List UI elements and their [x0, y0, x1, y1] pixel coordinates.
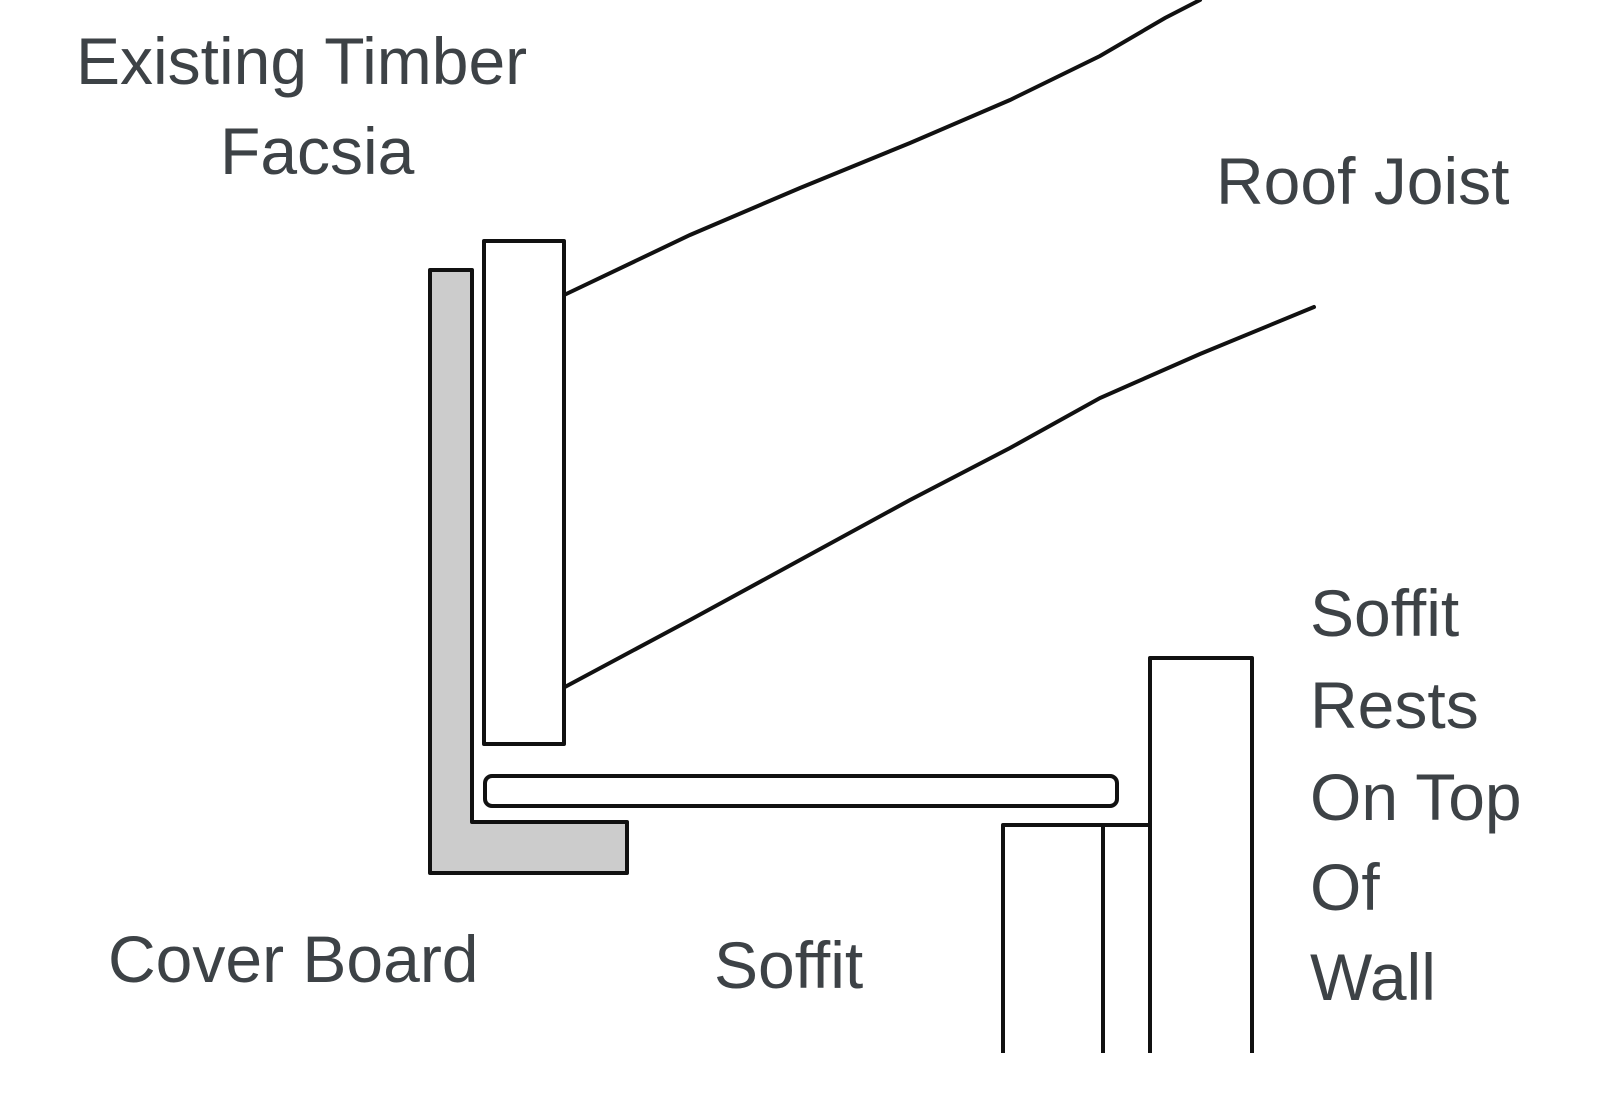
- wall: [1001, 656, 1254, 1053]
- label-soffit-rests-line: Of: [1310, 850, 1380, 924]
- cover-board: [428, 268, 629, 875]
- label-soffit-rests-line: Wall: [1310, 940, 1436, 1014]
- label-roof-joist: Roof Joist: [1216, 144, 1509, 218]
- label-soffit-rests-line: Rests: [1310, 668, 1479, 742]
- label-soffit-rests-line: On Top: [1310, 760, 1522, 834]
- roof-joist-bottom-edge: [561, 305, 1316, 690]
- existing-timber-fascia: [482, 239, 566, 746]
- label-soffit-rests-on-top-of-wall: Soffit Rests On Top Of Wall: [1310, 576, 1522, 1014]
- label-soffit: Soffit: [714, 928, 863, 1002]
- label-existing-timber-facsia-line1: Existing Timber: [76, 24, 527, 98]
- wall-outer-leaf: [1001, 823, 1152, 1053]
- soffit-board: [483, 774, 1119, 808]
- roof-joist-top-edge: [560, 0, 1202, 298]
- label-existing-timber-facsia-line2: Facsia: [220, 114, 415, 188]
- roof-joist: [560, 0, 1316, 690]
- wall-upper-block: [1148, 656, 1254, 1053]
- label-soffit-rests-line: Soffit: [1310, 576, 1459, 650]
- label-cover-board: Cover Board: [108, 922, 479, 996]
